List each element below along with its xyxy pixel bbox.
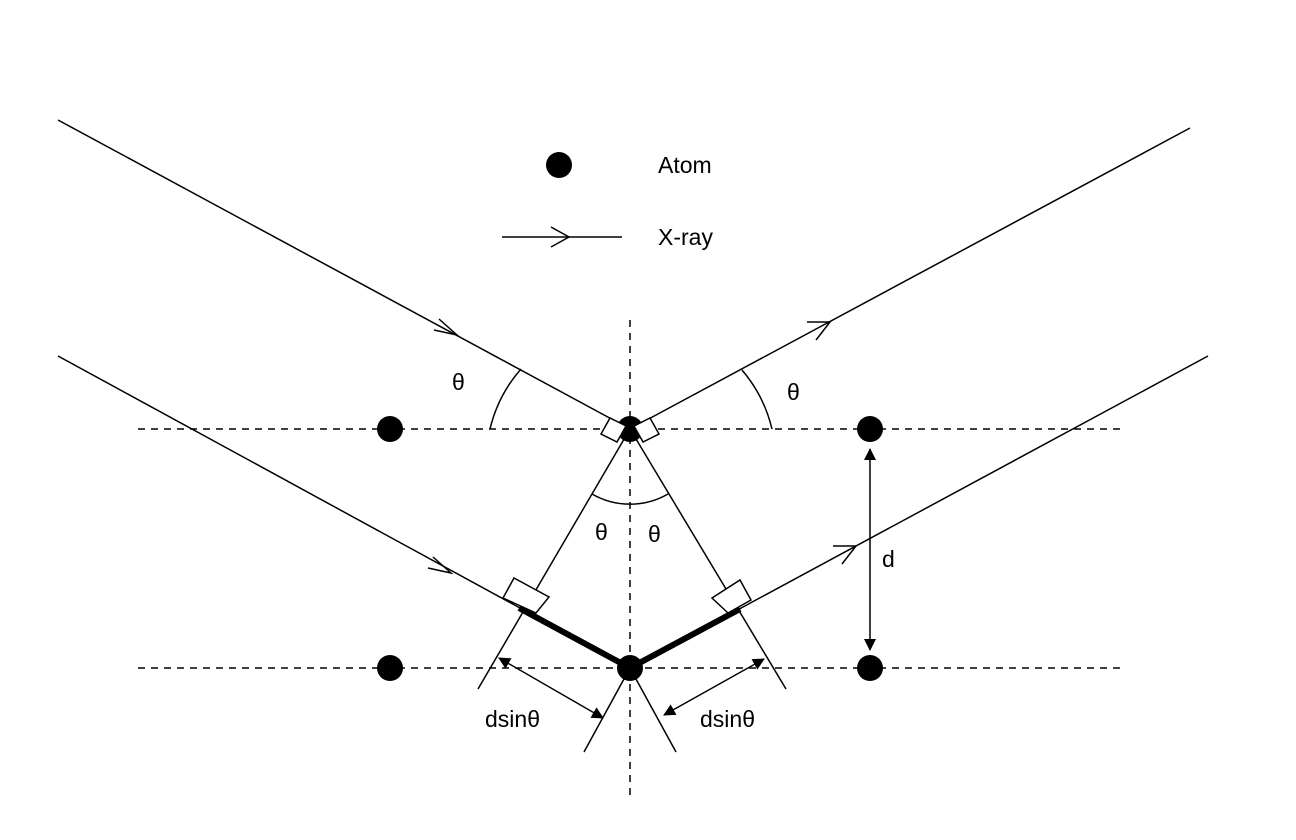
right-wavefront-line xyxy=(629,428,787,690)
atom xyxy=(377,416,403,442)
atomic-planes xyxy=(138,320,1125,800)
right-angle-marker xyxy=(599,417,628,443)
reflected-angle-arc xyxy=(741,369,773,430)
theta-inner-left-label: θ xyxy=(595,519,608,545)
left-wavefront-line xyxy=(477,428,631,690)
angle-arcs xyxy=(489,368,773,505)
path-difference-left xyxy=(517,605,632,671)
inner-angle-arc xyxy=(591,493,669,505)
path-difference-arrow-right xyxy=(663,658,765,716)
arrow-icon xyxy=(427,556,454,575)
upper-reflected-ray xyxy=(629,127,1191,430)
theta-incident-label: θ xyxy=(452,369,465,395)
theta-reflected-label: θ xyxy=(787,379,800,405)
path-difference-right-label: dsinθ xyxy=(700,706,755,732)
right-angle-markers xyxy=(501,417,753,614)
legend-xray-label: X-ray xyxy=(658,224,713,250)
arrow-icon xyxy=(833,545,858,565)
xray-beams xyxy=(57,119,1209,669)
path-difference-segments xyxy=(517,605,742,671)
wavefront-lines xyxy=(477,428,787,753)
spacing-d-label: d xyxy=(882,546,895,572)
incident-angle-arc xyxy=(489,368,522,430)
atom xyxy=(857,416,883,442)
right-angle-marker xyxy=(710,578,753,614)
upper-incident-ray xyxy=(57,119,631,430)
theta-inner-right-label: θ xyxy=(648,521,661,547)
path-difference-right xyxy=(628,606,742,671)
path-difference-left-label: dsinθ xyxy=(485,706,540,732)
lower-right-wavefront-line xyxy=(629,667,677,753)
legend-atom-label: Atom xyxy=(658,152,712,178)
arrow-icon xyxy=(433,318,460,337)
atom xyxy=(377,655,403,681)
path-difference-arrow-left xyxy=(498,657,604,719)
legend-atom-icon xyxy=(546,152,572,178)
right-angle-marker xyxy=(501,576,551,614)
right-angle-marker xyxy=(632,417,661,443)
legend: Atom X-ray xyxy=(502,152,713,250)
legend-xray-icon xyxy=(502,226,622,248)
labels: θ θ θ θ d dsinθ dsinθ xyxy=(452,369,895,732)
arrow-icon xyxy=(807,321,832,341)
atom xyxy=(857,655,883,681)
lower-left-wavefront-line xyxy=(583,667,631,753)
